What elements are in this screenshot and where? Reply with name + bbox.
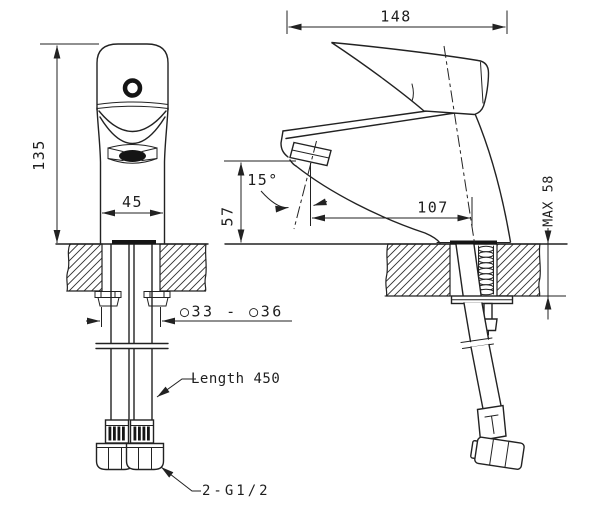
side-hose-edge xyxy=(473,243,483,303)
side-hose-lower xyxy=(460,302,525,470)
dim-45-label: 45 xyxy=(122,193,143,211)
dim-angle-label: 15° xyxy=(247,171,279,189)
body-centerline xyxy=(443,45,475,244)
lever-handle-side xyxy=(331,41,490,116)
front-view: 135 45 ○33 - ○36 Length 450 2-G1/2 xyxy=(30,43,292,499)
side-counter-hatch-left xyxy=(385,243,451,297)
side-hose-crimp xyxy=(476,404,507,442)
front-mounting-washers xyxy=(94,291,171,307)
dim-148-label: 148 xyxy=(380,8,412,26)
front-counter-hatch-left xyxy=(66,243,103,292)
hex-nut-side xyxy=(470,436,525,470)
dim-57-label: 57 xyxy=(219,205,237,226)
front-counter-hatch-right xyxy=(159,243,207,292)
faucet-body-side xyxy=(280,41,512,245)
water-stream-centerline xyxy=(293,140,317,230)
body-left-edge xyxy=(96,107,102,245)
dim-107: 107 xyxy=(310,163,473,226)
handle-indicator-dot xyxy=(122,78,143,98)
dim-max58: MAX 58 xyxy=(537,175,566,320)
dim-135-label: 135 xyxy=(30,139,48,171)
spout-shroud-arc xyxy=(98,110,167,133)
hose-crimp-collars xyxy=(104,419,155,444)
base-gasket-side xyxy=(450,240,497,245)
spout-shroud-arc-outer xyxy=(99,116,166,144)
dim-57: 57 xyxy=(219,160,296,243)
hose-length-label: Length 450 xyxy=(191,371,280,387)
dim-148: 148 xyxy=(286,8,508,34)
dim-45: 45 xyxy=(102,193,163,217)
dim-107-label: 107 xyxy=(417,199,449,217)
hose-length-callout: Length 450 xyxy=(156,371,280,398)
body-right-edge xyxy=(163,107,169,245)
side-view: 148 57 107 15° MAX 58 xyxy=(219,8,568,470)
handle-cap-outline xyxy=(96,43,169,111)
body-back-edge xyxy=(474,114,512,243)
supply-hoses-front xyxy=(95,243,169,421)
dim-135: 135 xyxy=(30,43,99,243)
spout-underside-curve xyxy=(295,165,441,244)
mounting-stud xyxy=(478,245,494,296)
spout-front-face xyxy=(280,130,289,158)
dim-hole-diameter: ○33 - ○36 xyxy=(86,303,292,327)
base-gasket xyxy=(112,240,156,245)
faucet-body-front xyxy=(96,43,169,245)
thread-size-callout: 2-G1/2 xyxy=(160,466,271,499)
aerator-side xyxy=(289,141,332,167)
front-counter-section xyxy=(55,243,209,292)
body-top-ridge-inner xyxy=(285,110,469,140)
side-hose-edge xyxy=(455,243,465,303)
hex-nuts-front xyxy=(95,442,165,471)
aerator-front xyxy=(107,144,158,164)
side-counter-hatch-right xyxy=(496,243,541,297)
handle-block-inner-edge xyxy=(480,62,484,104)
dim-max58-label: MAX 58 xyxy=(541,175,557,227)
handle-underside-detail xyxy=(411,83,414,102)
thread-size-label: 2-G1/2 xyxy=(202,483,271,499)
side-counter-section xyxy=(224,243,568,297)
side-hose-break-line xyxy=(460,337,493,343)
dim-hole-label: ○33 - ○36 xyxy=(180,303,284,321)
dim-angle-15: 15° xyxy=(247,171,328,213)
